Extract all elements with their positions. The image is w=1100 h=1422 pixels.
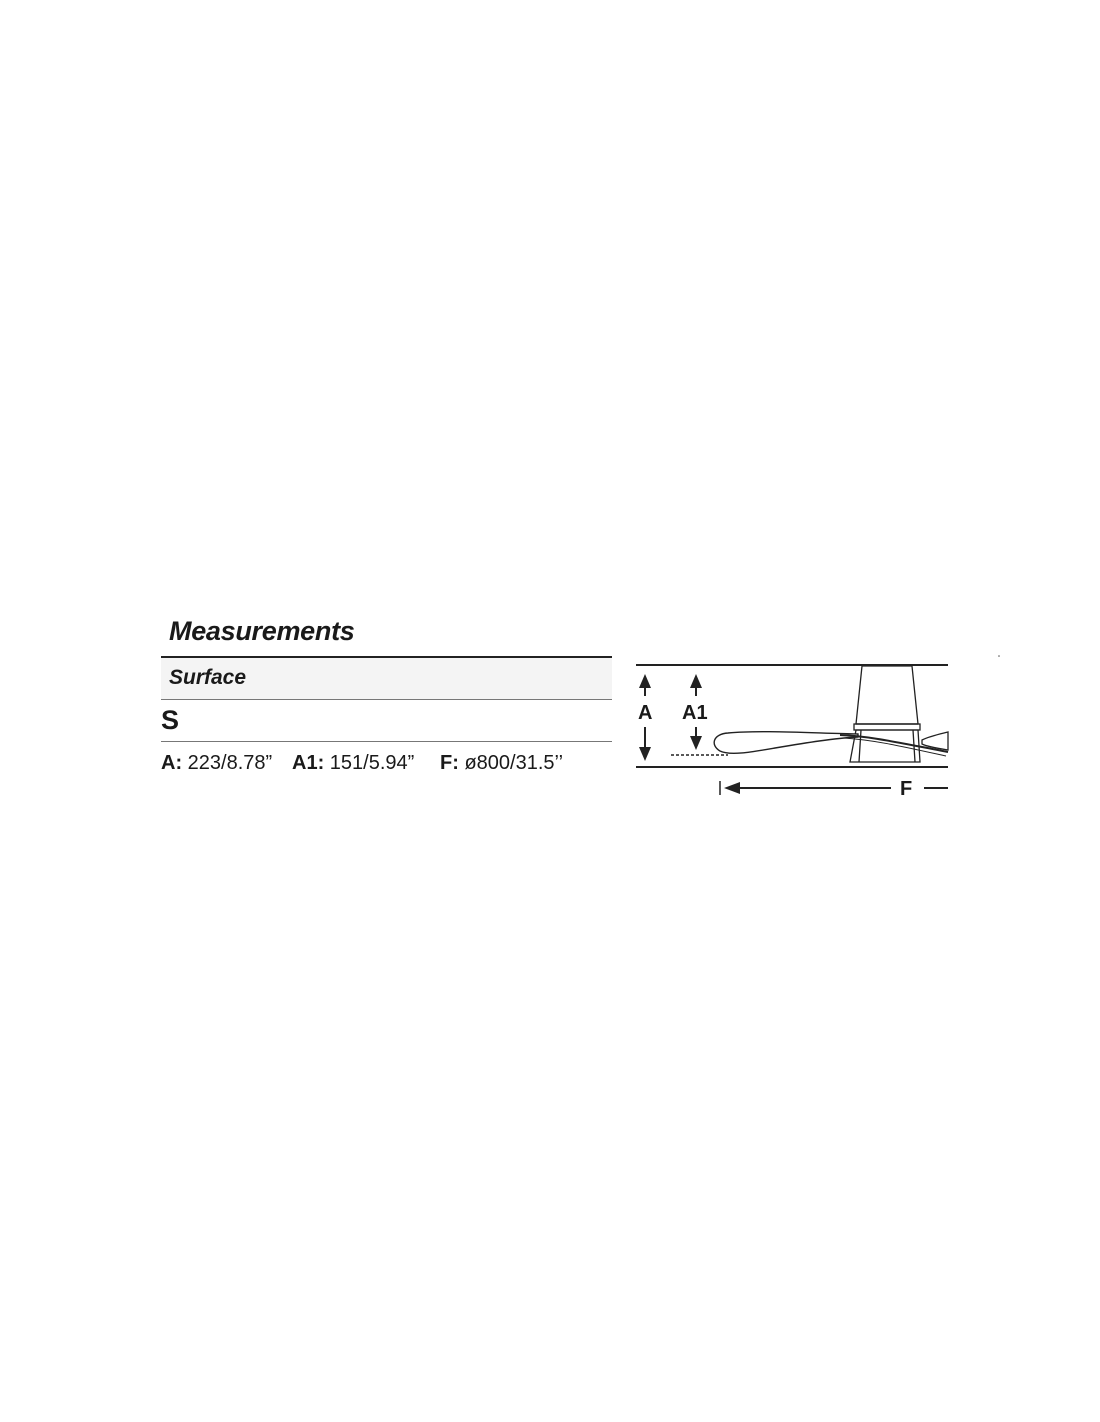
dimension-f: F: ø800/31.5’’ [440, 752, 563, 775]
fan-dimension-diagram: A A1 F [636, 655, 1000, 800]
dimension-a1-value: 151/5.94” [329, 752, 415, 774]
section-title: Measurements [169, 616, 355, 646]
label-a: A [638, 702, 652, 724]
size-row: S [161, 700, 612, 742]
dimension-a1: A1: 151/5.94” [292, 752, 414, 775]
blade-arm-edge [843, 737, 947, 757]
dimension-f-arrow [719, 781, 948, 795]
table-top-rule [161, 656, 612, 658]
dimension-a-arrow [639, 674, 651, 761]
label-f: F [900, 778, 912, 800]
left-blade [713, 731, 859, 755]
dimension-f-key: F: [440, 752, 459, 774]
dimension-a1-arrow [690, 674, 702, 750]
dimension-a-key: A: [161, 752, 183, 774]
size-label: S [161, 705, 180, 735]
mounting-type-label: Surface [169, 666, 247, 689]
table-header-row: Surface [161, 658, 612, 700]
dimension-a-value: 223/8.78” [187, 752, 273, 774]
right-blade [921, 731, 949, 751]
blade-arm [839, 734, 949, 753]
dimension-a: A: 223/8.78” [161, 752, 272, 775]
dimension-a1-key: A1: [292, 752, 325, 774]
measurements-table: Surface S A: 223/8.78” A1: 151/5.94” F: … [161, 656, 612, 782]
stray-dot [998, 655, 1000, 657]
dimension-f-value: ø800/31.5’’ [464, 752, 564, 774]
label-a1: A1 [682, 702, 708, 724]
dimensions-row: A: 223/8.78” A1: 151/5.94” F: ø800/31.5’… [161, 742, 612, 782]
